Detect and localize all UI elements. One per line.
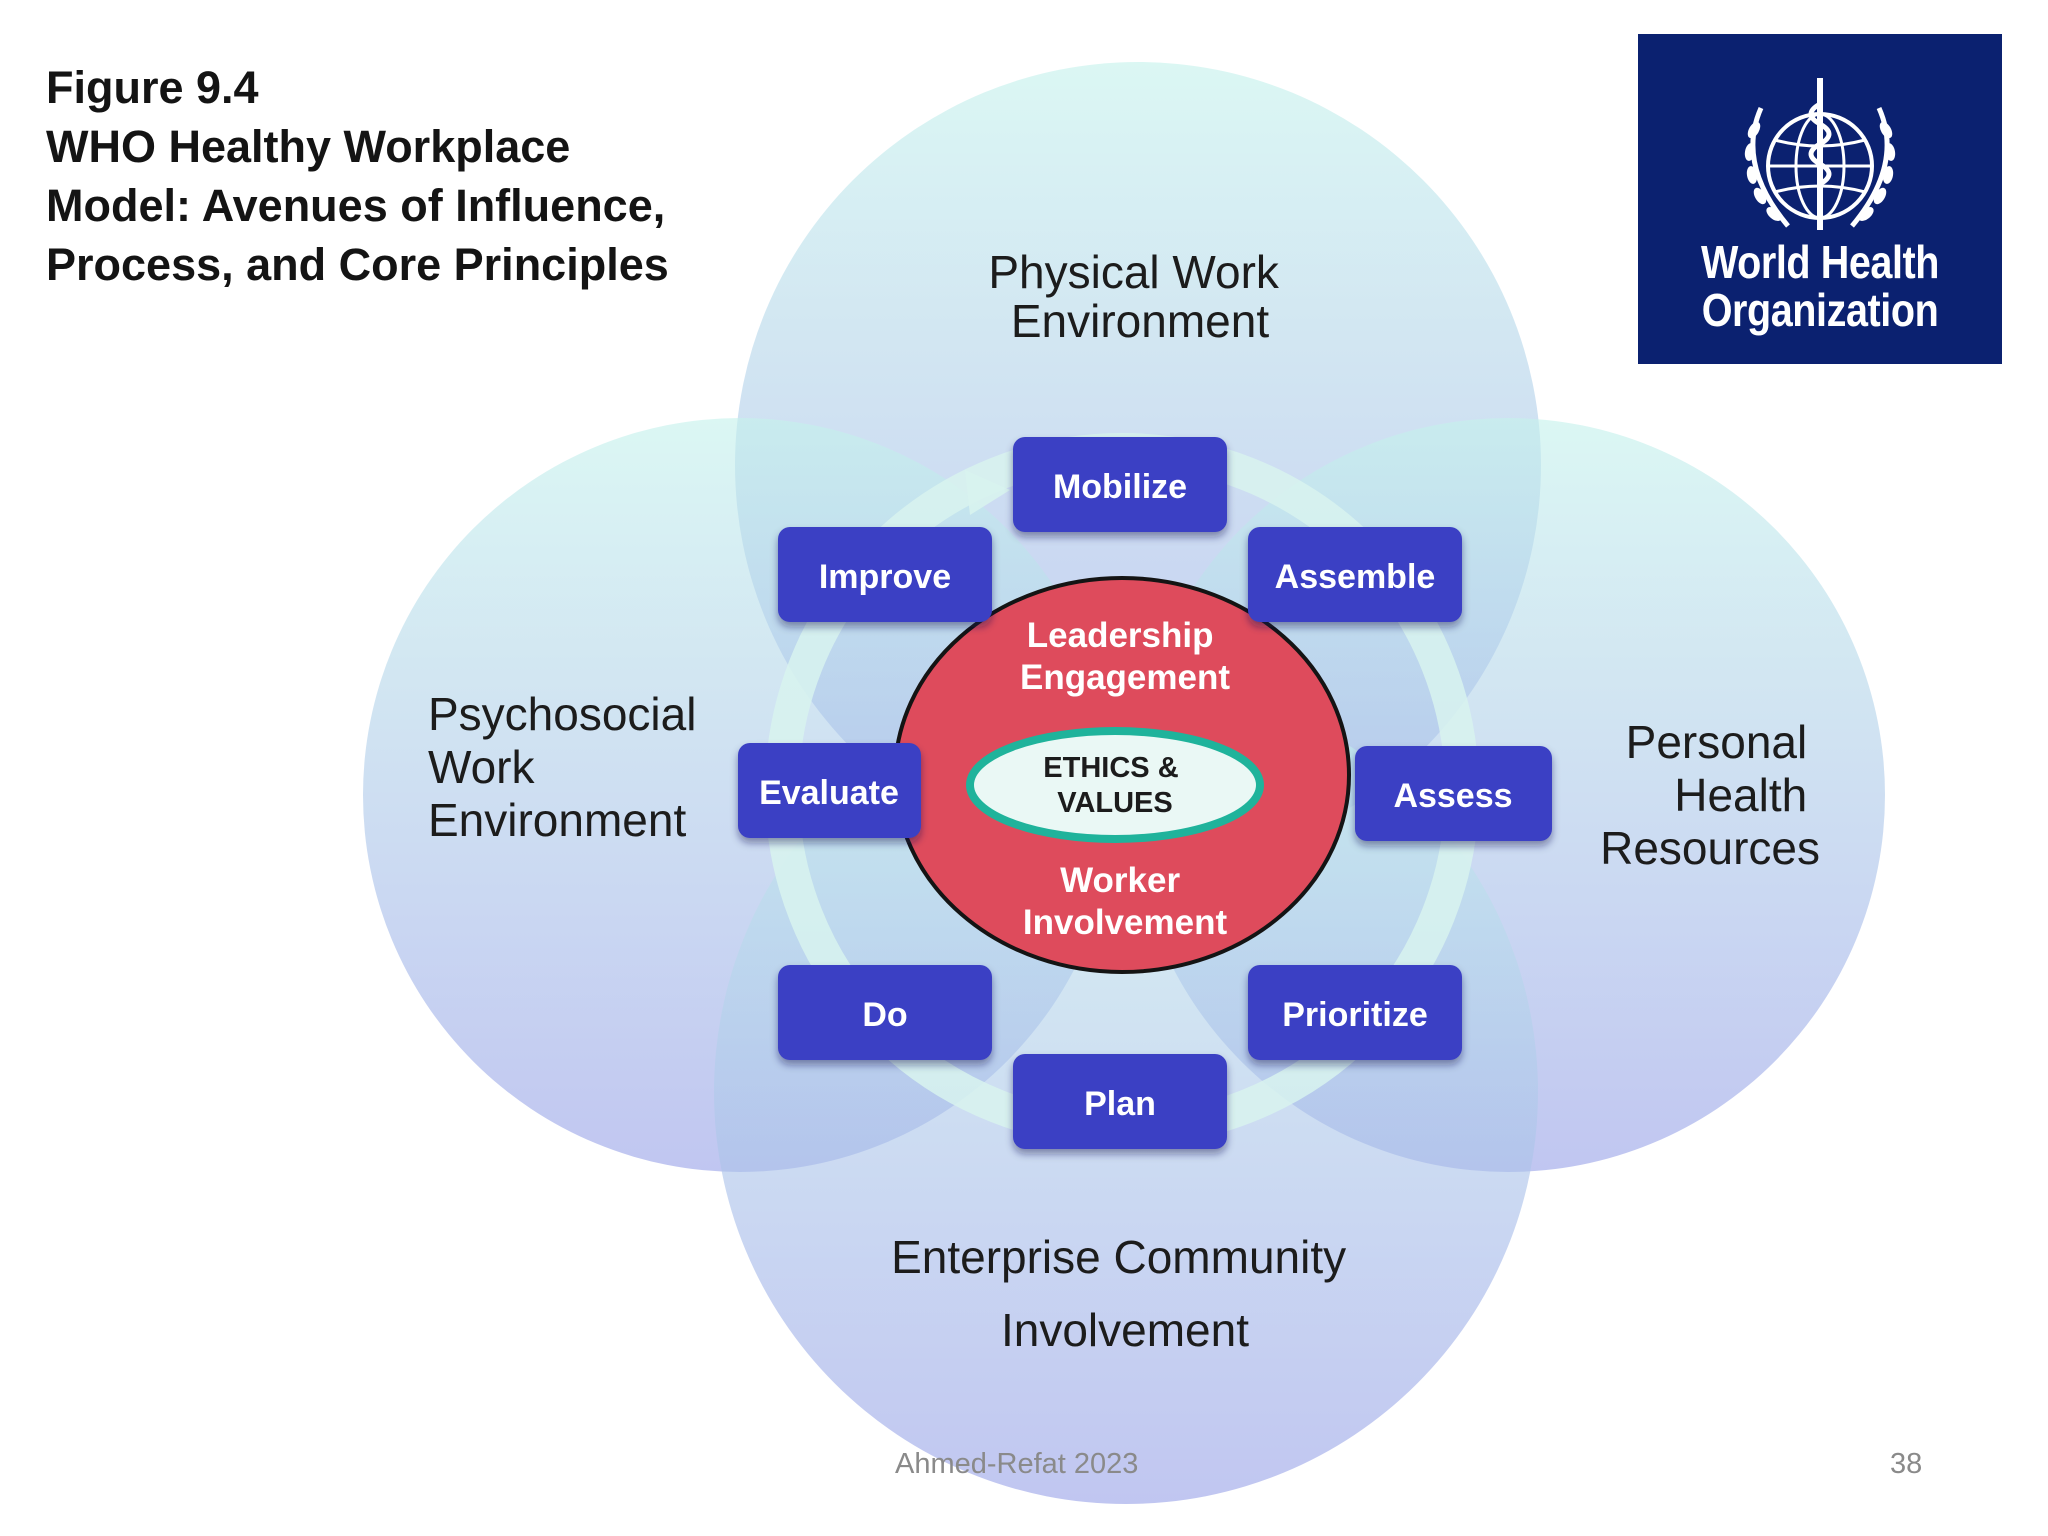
step-assess: Assess [1355,746,1552,841]
who-name-line: Organization [1701,284,1939,336]
step-do: Do [778,965,992,1060]
step-do-label: Do [862,996,907,1034]
step-evaluate-label: Evaluate [759,774,899,812]
figure-caption: Figure 9.4 WHO Healthy Workplace Model: … [46,58,806,294]
who-name-line: World Health [1700,236,1940,288]
cycle-arrow-icon [965,470,1010,515]
ethics-values-label: ETHICS & VALUES [1043,752,1186,819]
leadership-engagement-label: Leadership Engagement [1020,616,1230,697]
who-emblem-icon [1744,78,1896,230]
step-prioritize-label: Prioritize [1282,996,1427,1034]
step-improve-label: Improve [819,558,951,596]
step-evaluate: Evaluate [738,743,921,838]
psychosocial-environment-label: Psychosocial Work Environment [428,688,709,846]
step-assess-label: Assess [1393,777,1512,815]
enterprise-community-label: Enterprise Community Involvement [891,1231,1359,1356]
worker-involvement-label: Worker Involvement [1023,861,1228,942]
figure-caption-line: WHO Healthy Workplace [46,121,571,172]
footer-author: Ahmed-Refat 2023 [895,1448,1139,1480]
page-number: 38 [1890,1448,1923,1480]
step-mobilize-label: Mobilize [1053,468,1187,506]
step-mobilize: Mobilize [1013,437,1227,532]
who-logo: World Health Organization [1638,34,2002,364]
step-plan-label: Plan [1084,1085,1156,1123]
physical-environment-label: Physical Work Environment [988,246,1291,347]
step-assemble: Assemble [1248,527,1462,622]
step-improve: Improve [778,527,992,622]
figure-caption-line: Process, and Core Principles [46,239,669,290]
personal-health-label: Personal Health Resources [1600,716,1820,874]
figure-caption-line: Figure 9.4 [46,62,259,113]
step-prioritize: Prioritize [1248,965,1462,1060]
figure-caption-line: Model: Avenues of Influence, [46,180,666,231]
ethics-values-ellipse [966,727,1264,843]
step-assemble-label: Assemble [1275,558,1436,596]
step-plan: Plan [1013,1054,1227,1149]
who-name: World Health Organization [1663,238,1976,334]
